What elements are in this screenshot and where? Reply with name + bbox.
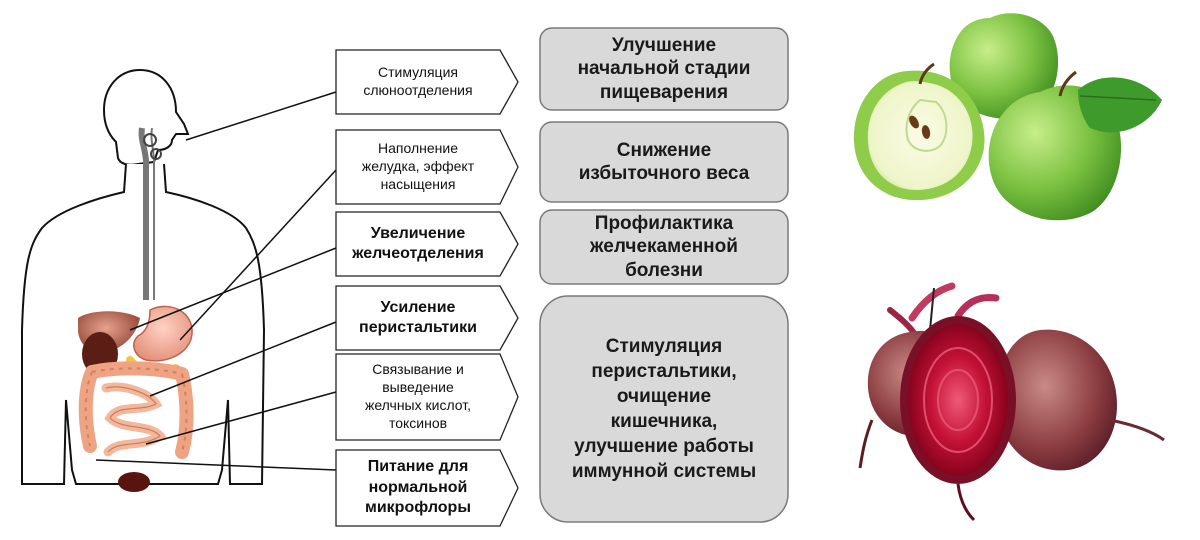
leader-line-microflora: [95, 459, 337, 471]
cause-arrow-shape-1: [335, 49, 519, 115]
effect-box-shape-1: [539, 27, 789, 111]
effect-box-shape-4: [539, 295, 789, 523]
cause-label-5: Связывание и выведение желчных кислот, т…: [364, 361, 472, 431]
cause-arrow-shape-3: [335, 211, 519, 277]
human-body-illustration: [21, 68, 266, 492]
stomach: [133, 305, 193, 362]
effect-label-4: Стимуляция перистальтики, очищение кишеч…: [571, 335, 757, 483]
cause-arrow-shape-5: [335, 353, 519, 441]
effect-label-1: Улучшение начальной стадии пищеварения: [577, 35, 751, 103]
cause-arrows: [335, 49, 519, 527]
cause-label-6: Питание для нормальной микрофлоры: [365, 458, 471, 517]
cause-label-3: Увеличение желчеотделения: [352, 224, 484, 262]
leader-line-saliva: [185, 91, 337, 141]
leader-line-peristalsis: [149, 321, 337, 397]
cause-label-1: Стимуляция слюноотделения: [363, 64, 473, 98]
effect-box-shape-2: [539, 121, 789, 203]
cause-arrow-shape-4: [335, 285, 519, 351]
effect-label-2: Снижение избыточного веса: [578, 139, 750, 184]
apple-leaf: [1078, 77, 1162, 133]
leader-line-binding: [145, 391, 337, 445]
leader-line-stomach: [179, 169, 337, 341]
cause-label-2: Наполнение желудка, эффект насыщения: [361, 140, 475, 192]
cause-arrow-shape-2: [335, 129, 519, 205]
leader-line-bile: [129, 247, 337, 331]
effect-boxes: [539, 27, 789, 523]
leader-lines: [95, 91, 337, 471]
cause-arrow-shape-6: [335, 449, 519, 527]
effect-label-3: Профилактика желчекаменной болезни: [590, 213, 738, 281]
cause-label-4: Усиление перистальтики: [359, 298, 477, 336]
beetroot-icon: [858, 282, 1165, 522]
green-apples-icon: [853, 13, 1162, 221]
rectum: [118, 472, 150, 492]
esophagus: [138, 127, 149, 300]
effect-box-shape-3: [539, 209, 789, 285]
